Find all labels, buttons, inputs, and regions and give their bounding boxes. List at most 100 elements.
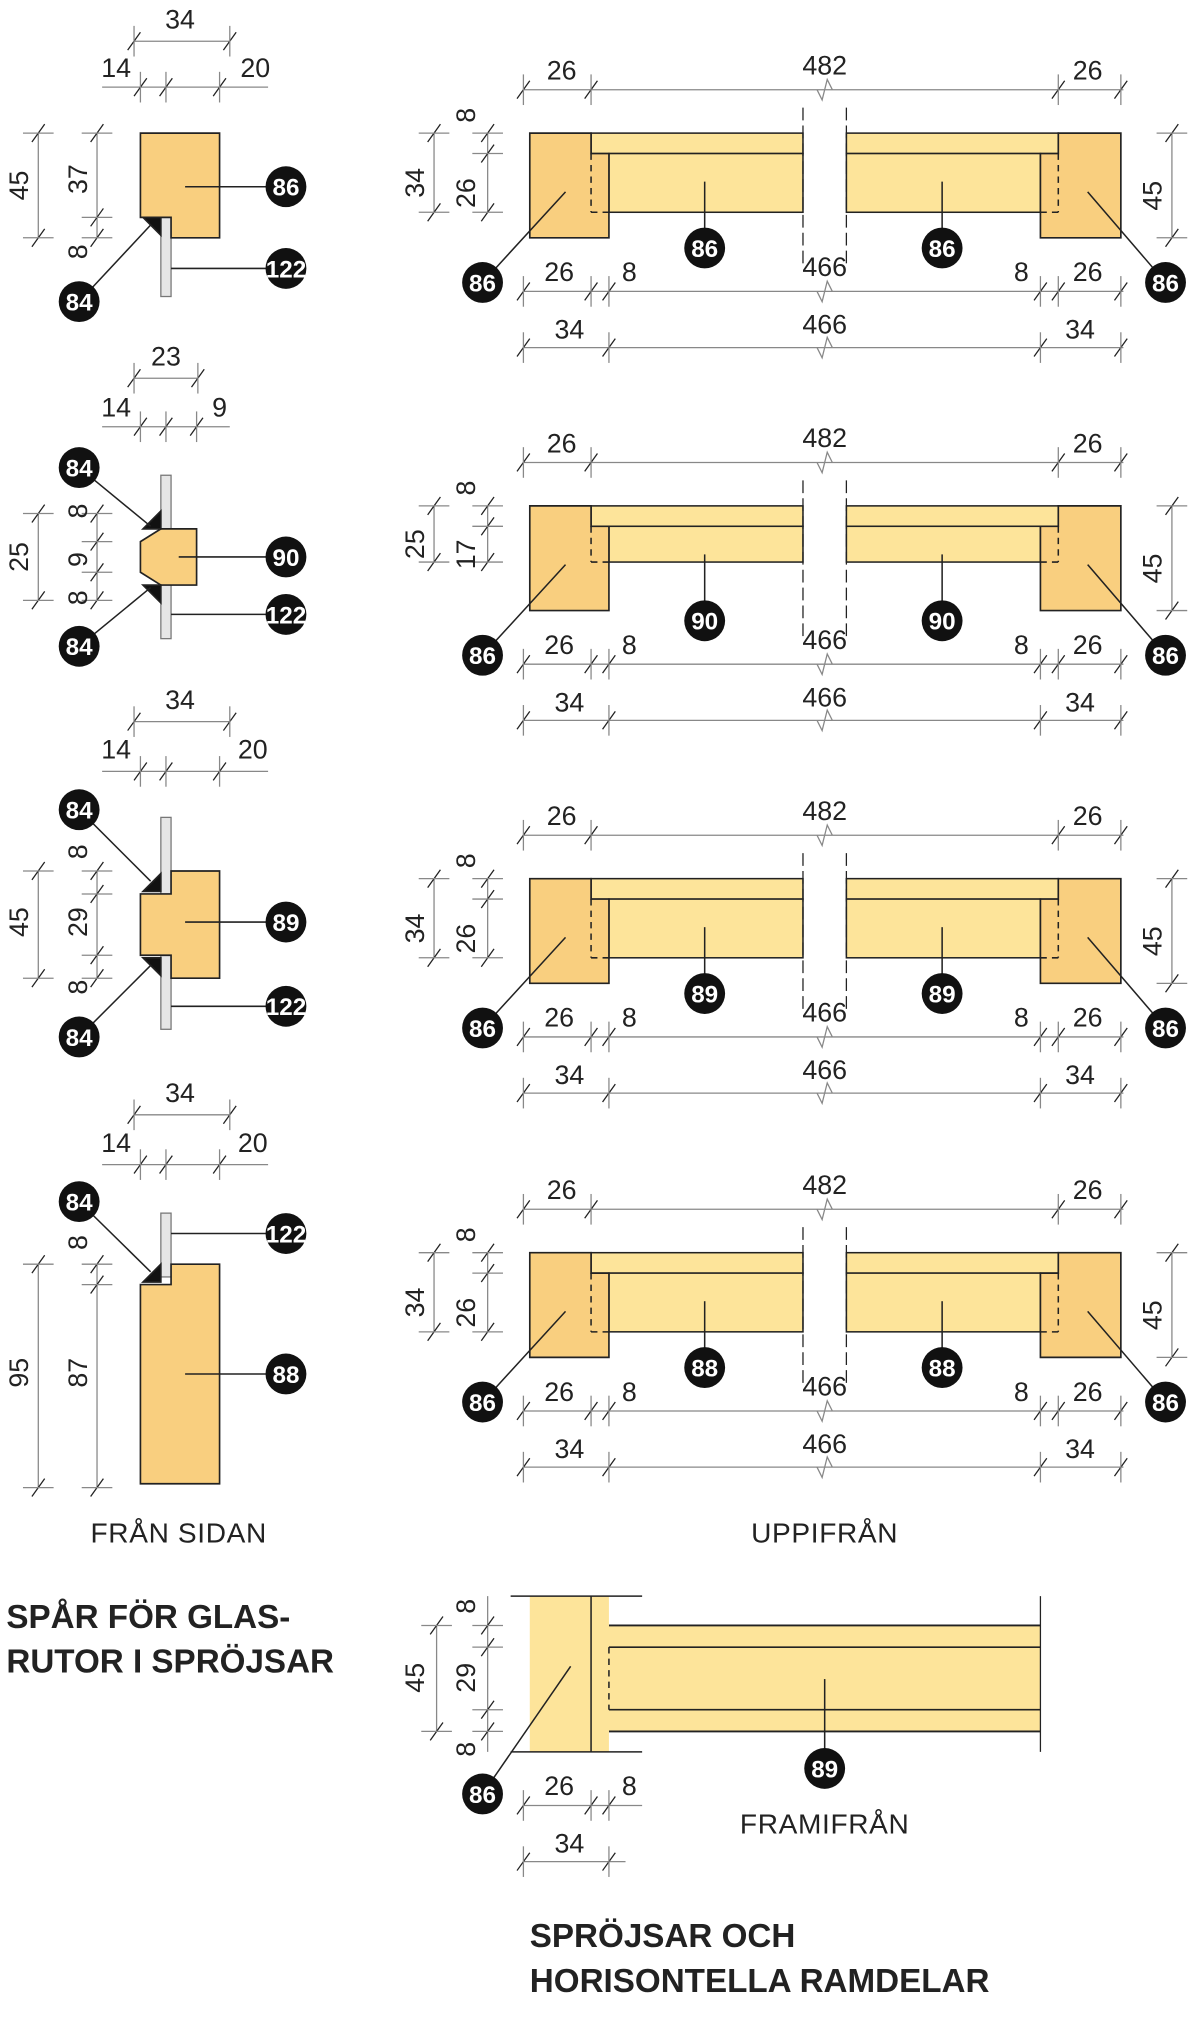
callout-badge [684,1347,726,1389]
heading-bars-line2: HORISONTELLA RAMDELAR [530,1963,990,2000]
rail-tongue [590,877,804,900]
rail-tongue [590,1251,804,1274]
dimension-label: 8 [1014,257,1029,287]
callout-badge [462,262,503,303]
dimension-label: 466 [802,682,847,712]
callout-number: 84 [66,290,93,317]
heading-grooves-line2: RUTOR I SPRÖJSAR [6,1644,334,1681]
dimension-label: 45 [1138,181,1168,211]
callout-number: 86 [469,1016,496,1043]
dimension-label: 14 [101,1128,131,1158]
dimension-label: 26 [1073,56,1103,86]
glazing-strip [140,871,162,893]
dimension-label: 87 [63,1358,93,1388]
dimension-label: 34 [400,1287,430,1317]
dimension-label: 34 [1065,315,1095,345]
rail-tongue [845,132,1060,155]
callout-number: 88 [272,1362,299,1389]
callout-badge [58,1016,100,1058]
rail-tongue [590,132,804,155]
dimension-label: 482 [802,50,847,80]
dimension-break [816,77,833,102]
leader-line [481,936,567,1029]
callout-number: 84 [66,798,93,825]
dimension-label: 34 [554,687,584,717]
callout-number: 84 [66,1025,93,1052]
callout-badge [1145,1381,1186,1423]
dimension-label: 8 [63,980,93,995]
rail-body [608,1272,804,1333]
dimension-label: 29 [451,1663,481,1693]
dimension-label: 466 [802,998,847,1028]
callout-badge [58,625,100,667]
rail-front [591,1625,1041,1732]
rail-tongue [845,1251,1060,1274]
caption-side: FRÅN SIDAN [91,1517,267,1548]
rail-body [845,525,1042,563]
callout-badge [921,600,963,642]
leader-line [481,1665,572,1795]
glazing-strip [140,508,162,530]
callout-number: 90 [691,609,718,636]
callout-badge [684,973,726,1014]
dimension-label: 14 [101,53,131,83]
rail-body [608,525,804,563]
dimension-label: 26 [451,924,481,954]
dimension-label: 25 [400,529,430,559]
rail-tongue [845,877,1060,900]
dimension-label: 26 [1073,630,1103,660]
bar-profile [139,870,221,980]
dimension-label: 34 [554,1060,584,1090]
dimension-break [816,450,833,475]
rail-body [608,152,804,214]
rail-tongue [590,505,804,528]
dimension-label: 26 [1073,1377,1103,1407]
callout-number: 89 [929,981,956,1008]
dimension-label: 26 [547,1175,577,1205]
dimension-label: 8 [622,1003,637,1033]
dimension-label: 34 [1065,1434,1095,1464]
dimension-label: 45 [400,1663,430,1693]
dimension-label: 8 [1014,1377,1029,1407]
left-stile-block [528,132,610,239]
callout-badge [921,1347,963,1389]
callout-number: 84 [66,634,93,661]
dimension-label: 34 [165,685,195,715]
dimension-break [816,335,833,360]
dimension-label: 8 [451,1599,481,1614]
dimension-break [816,1024,833,1049]
rail-body [845,898,1042,959]
callout-badge [265,901,307,943]
glazing-strip [140,956,162,978]
dimension-label: 466 [802,625,847,655]
dimension-label: 20 [240,53,270,83]
dimension-label: 29 [63,907,93,937]
dimension-label: 26 [547,56,577,86]
heading-grooves-line1: SPÅR FÖR GLAS- [6,1598,290,1636]
dimension-label: 8 [622,1771,637,1801]
callout-number: 86 [272,175,299,202]
glazing-strip [140,1262,162,1283]
rail-tongue [845,505,1060,528]
dimension-label: 8 [63,244,93,259]
dimension-label: 26 [1073,1003,1103,1033]
callout-badge [684,227,726,269]
callout-number: 86 [691,236,718,263]
dimension-label: 8 [63,590,93,605]
caption-top: UPPIFRÅN [751,1517,898,1548]
callout-badge [265,1353,307,1395]
dimension-label: 26 [544,257,574,287]
dimension-label: 26 [1073,801,1103,831]
callout-badge [265,166,307,208]
glazing-strip [140,584,162,605]
dimension-break [816,1398,833,1424]
callout-badge [462,634,503,676]
dimension-label: 23 [151,341,181,371]
dimension-label: 34 [554,315,584,345]
dimension-label: 482 [802,796,847,826]
dimension-label: 8 [63,844,93,859]
dimension-break [816,1197,833,1222]
dimension-label: 8 [1014,630,1029,660]
dimension-label: 26 [451,178,481,208]
